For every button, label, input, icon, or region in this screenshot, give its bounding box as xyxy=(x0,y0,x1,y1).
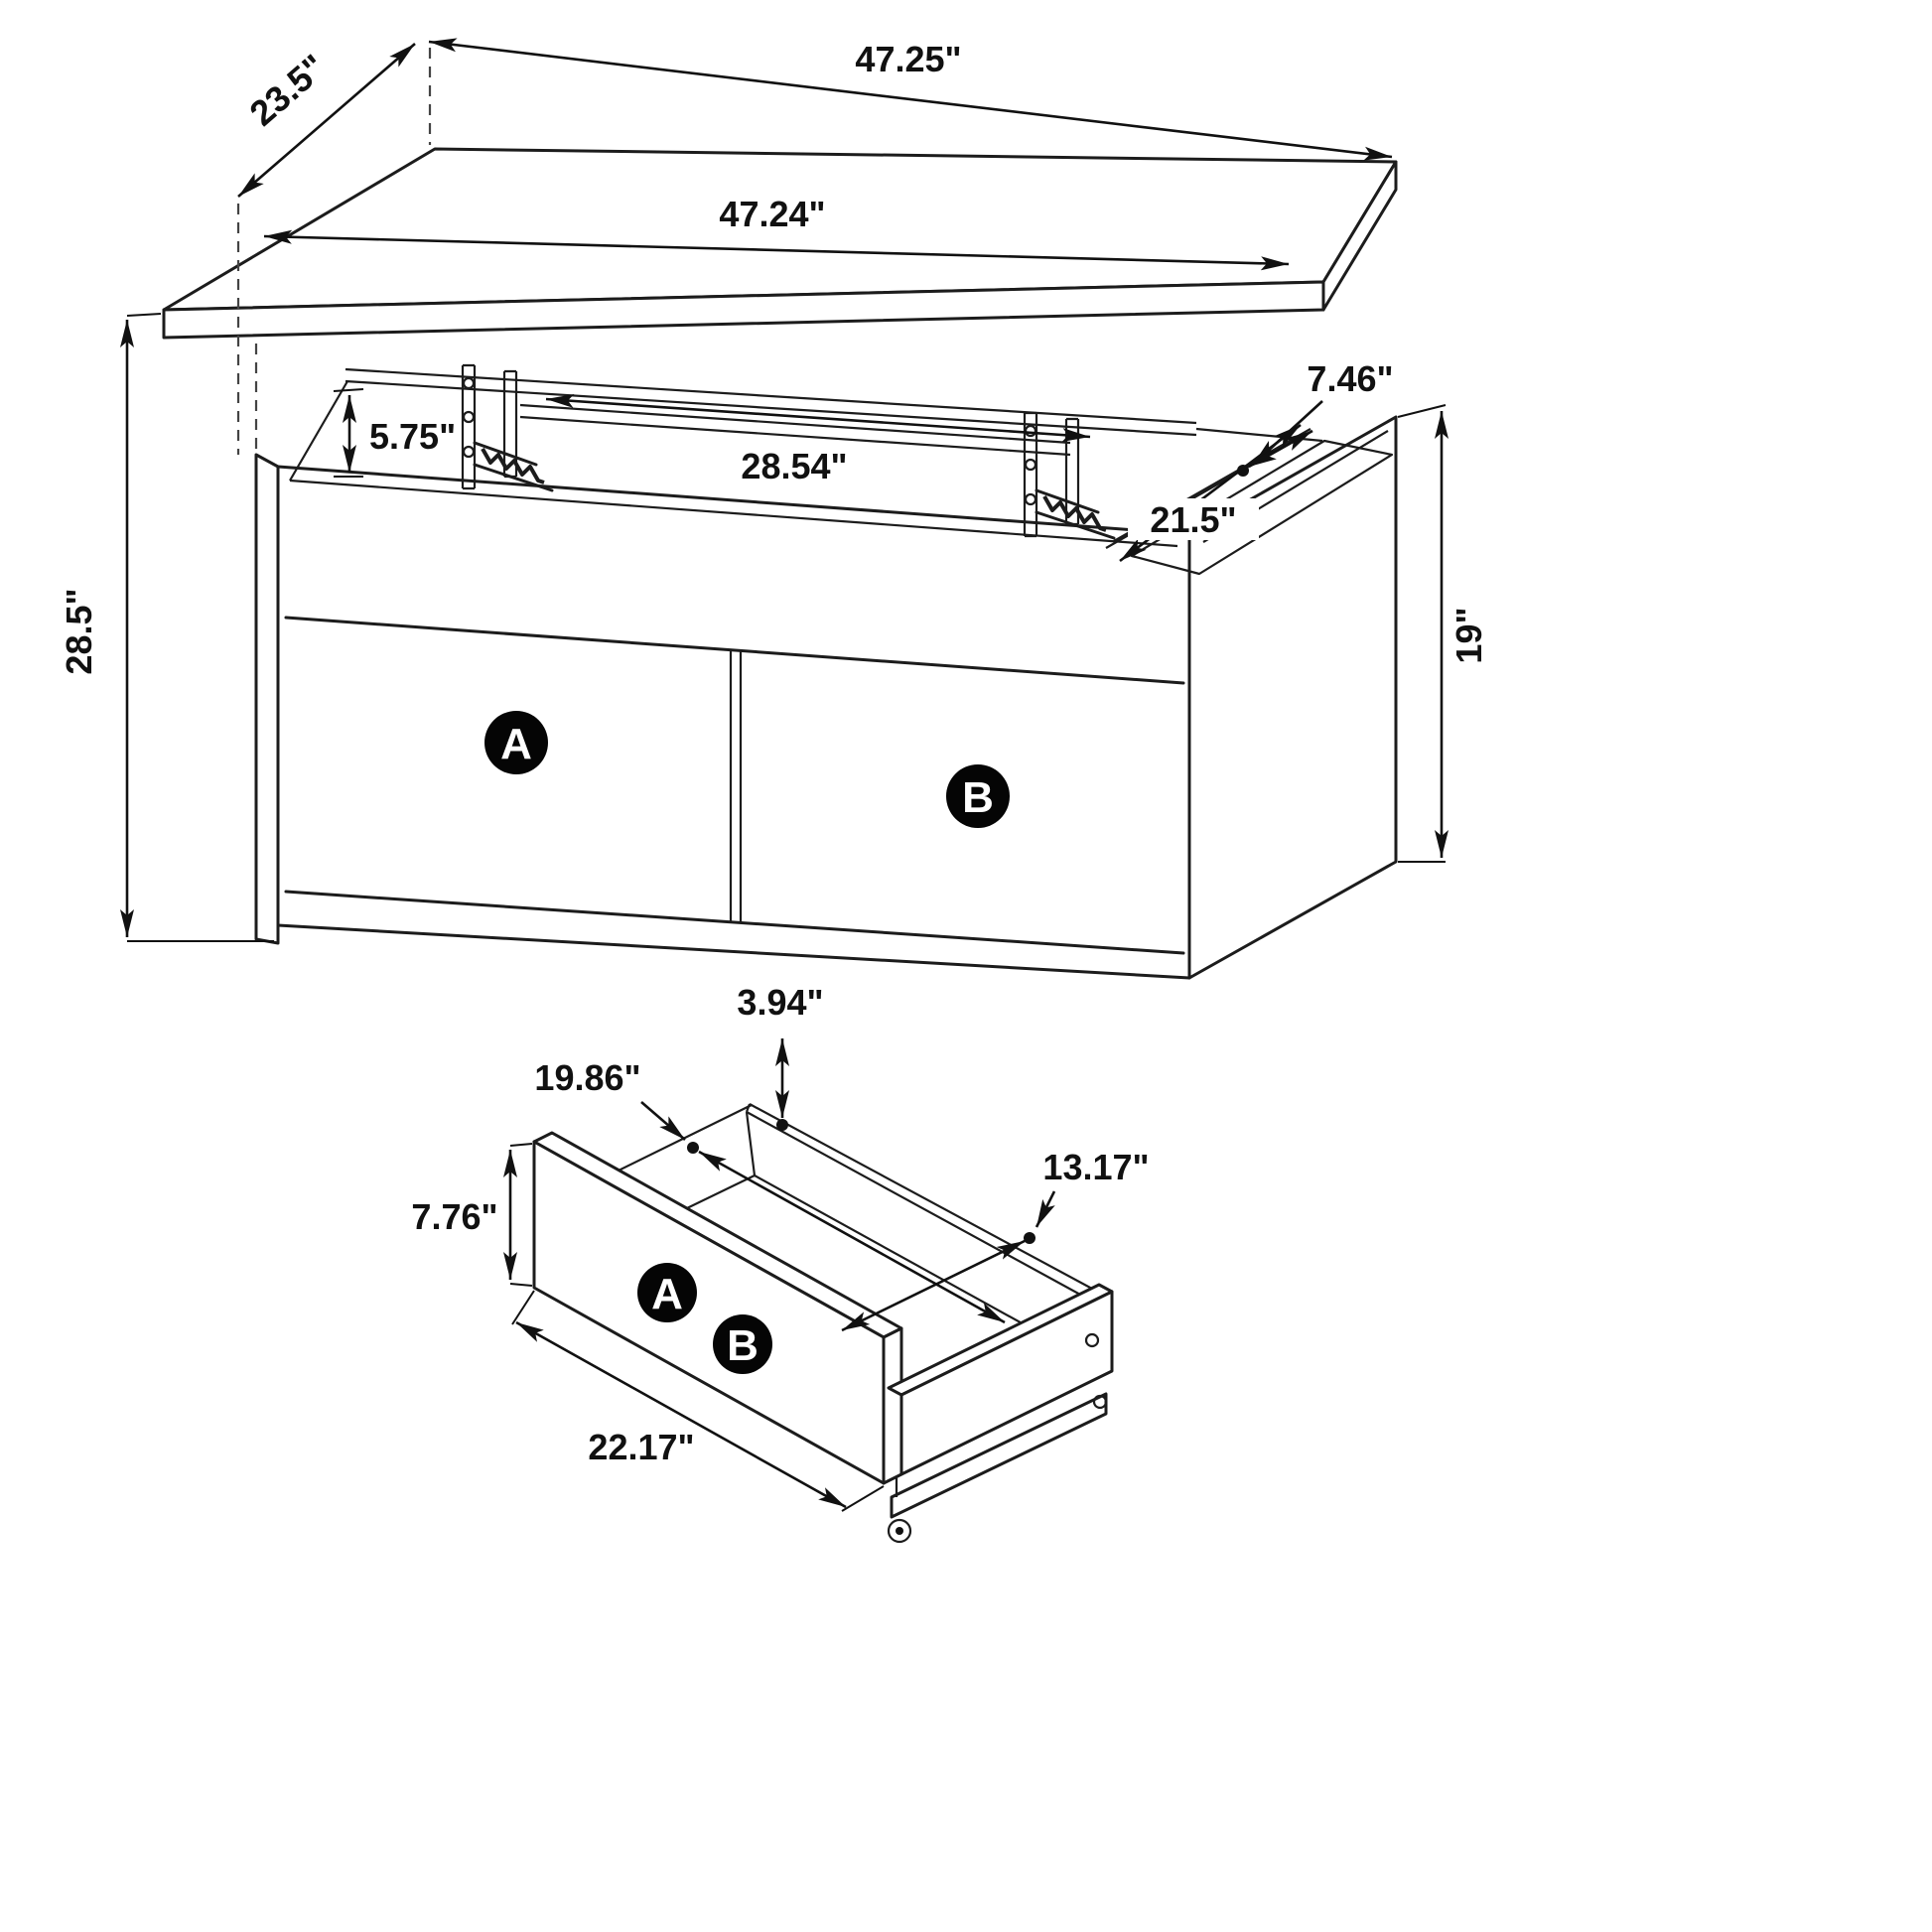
drawer-b-label: B xyxy=(713,1314,772,1374)
drawer-a-label: A xyxy=(484,711,548,774)
dim-extension xyxy=(1397,404,1447,863)
drawer-b-letter: B xyxy=(727,1321,759,1370)
label-circle xyxy=(484,711,548,774)
dim-extension xyxy=(333,388,364,478)
dim-side-height: 3.94" xyxy=(737,982,824,1131)
dim-overall-height-label: 28.5" xyxy=(59,588,99,674)
dim-extension xyxy=(509,1143,533,1287)
dim-side-compartment-width: 21.5" xyxy=(1119,423,1302,563)
drawer-b-letter: B xyxy=(962,773,994,822)
screw-icon xyxy=(1092,1394,1108,1410)
dim-side-compartment-width-label: 21.5" xyxy=(1150,499,1236,540)
body-left-inner-wall xyxy=(289,380,348,482)
leader-dot xyxy=(687,1142,699,1154)
lift-bracket xyxy=(1023,411,1038,538)
label-circle xyxy=(637,1263,697,1322)
drawer-a-label: A xyxy=(637,1263,697,1322)
dim-top-depth: 23.5" xyxy=(237,43,416,198)
dim-line xyxy=(237,43,416,198)
lift-bracket xyxy=(1064,417,1080,526)
leader-dot xyxy=(776,1119,788,1131)
drawer-a-letter: A xyxy=(500,720,532,768)
dim-side-shelf-depth-label: 7.46" xyxy=(1307,358,1393,399)
lift-spring xyxy=(481,448,545,484)
label-circle xyxy=(713,1314,772,1374)
dim-base-height: 19" xyxy=(1397,404,1489,863)
dim-side-height-label: 3.94" xyxy=(737,982,823,1023)
dim-interior-length: 19.86" xyxy=(534,1057,1006,1324)
lift-arm xyxy=(473,441,554,492)
label-mask xyxy=(1128,498,1259,540)
tabletop xyxy=(162,147,1398,340)
dim-leader xyxy=(1035,1190,1056,1228)
dim-top-length: 47.25" xyxy=(428,38,1393,161)
drawer-view: 3.94" 19.86" 13.17" 7.76" 22.17" xyxy=(411,982,1150,1544)
dim-lift-opening-height: 5.75" xyxy=(333,388,456,478)
dim-top-length-label: 47.25" xyxy=(855,39,961,79)
body-left-stile xyxy=(254,453,280,945)
glide-wheel-icon xyxy=(887,1518,912,1544)
lift-spring xyxy=(1042,495,1107,532)
dim-top-surface-length: 47.24" xyxy=(263,194,1290,271)
screw-icon xyxy=(462,445,476,459)
body-back-wall-edge xyxy=(345,367,1197,437)
dim-lift-opening-height-label: 5.75" xyxy=(369,416,456,457)
dim-line xyxy=(263,229,1290,271)
dim-leader xyxy=(1252,400,1323,466)
label-circle xyxy=(946,764,1010,828)
dim-interior-depth: 13.17" xyxy=(841,1147,1150,1332)
screw-icon xyxy=(1024,492,1037,506)
drawer-a-letter: A xyxy=(651,1270,683,1318)
dim-line xyxy=(841,1239,1026,1332)
dim-interior-length-label: 19.86" xyxy=(534,1057,640,1098)
drawer-divider xyxy=(729,650,743,923)
drawer-bottom-rail xyxy=(284,890,1185,955)
front-panel-face xyxy=(532,1140,886,1485)
dim-top-surface-length-label: 47.24" xyxy=(719,194,825,234)
drawer-top-edge xyxy=(284,616,1185,685)
screw-icon xyxy=(1024,458,1037,472)
dim-extension xyxy=(511,1290,885,1512)
dim-leader xyxy=(640,1101,686,1141)
tabletop-right-edge xyxy=(1321,160,1398,312)
dim-lift-compartment-length-label: 28.54" xyxy=(741,446,847,486)
dim-front-width: 22.17" xyxy=(511,1290,885,1512)
dim-line xyxy=(515,1320,847,1509)
lift-mechanism-right xyxy=(1023,411,1116,540)
dim-lift-compartment-length: 28.54" xyxy=(545,393,1091,486)
dim-front-height-label: 7.76" xyxy=(411,1196,497,1237)
dim-line xyxy=(428,38,1393,161)
lift-bracket xyxy=(502,369,518,479)
lift-mechanism-left xyxy=(461,363,554,492)
drawer-b-label: B xyxy=(946,764,1010,828)
glide-wheel-hub xyxy=(896,1527,903,1535)
leader-dot xyxy=(1024,1232,1035,1244)
back-wall-inner-corner xyxy=(745,1111,757,1176)
screw-icon xyxy=(1024,424,1037,438)
dim-interior-depth-label: 13.17" xyxy=(1042,1147,1149,1187)
drawer-box xyxy=(532,1103,1114,1544)
dim-line xyxy=(545,393,1091,443)
dim-overall-height: 28.5" xyxy=(59,313,274,942)
dim-front-width-label: 22.17" xyxy=(588,1427,694,1467)
dim-base-height-label: 19" xyxy=(1449,607,1489,663)
screw-icon xyxy=(462,410,476,424)
lift-arm xyxy=(1035,488,1116,540)
lift-bracket xyxy=(461,363,477,490)
glide-rail xyxy=(890,1392,1108,1519)
dim-top-depth-label: 23.5" xyxy=(241,47,334,134)
screw-icon xyxy=(462,376,476,390)
screw-icon xyxy=(1084,1332,1100,1348)
dim-front-height: 7.76" xyxy=(411,1143,533,1287)
side-panel-face xyxy=(899,1290,1114,1476)
main-view: 47.25" 23.5" 47.24" 28.5" 5.75" 28.54" xyxy=(59,38,1489,980)
front-panel-side-edge xyxy=(882,1326,903,1485)
dim-extension xyxy=(126,313,274,942)
